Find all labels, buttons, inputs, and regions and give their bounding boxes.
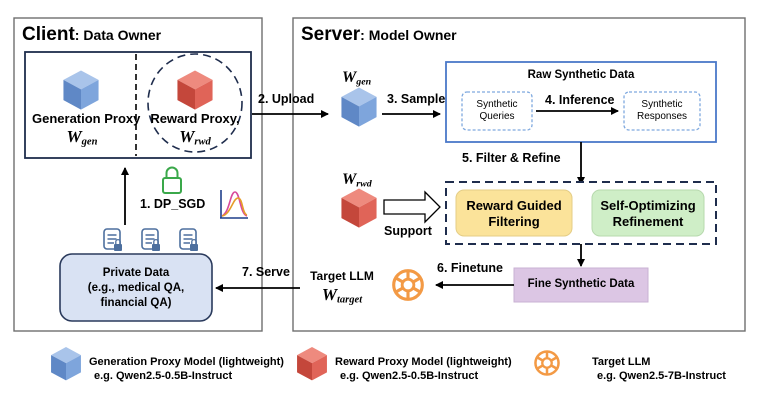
step-inference-label: 4. Inference [545,93,615,107]
fine-data-label: Fine Synthetic Data [527,278,635,290]
distribution-icon [220,190,248,219]
legend-red-cube-icon [297,347,327,381]
step-dp-label: 1. DP_SGD [140,197,206,211]
fine-data-box [513,267,649,303]
reward-proxy-ring [147,53,243,153]
legend-blue-cube-icon [51,347,81,381]
legend-target-text: Target LLM e.g. Qwen2.5-7B-Instruct [592,356,726,382]
queries-box [461,91,533,131]
target-llm-math: Wtarget [321,285,363,306]
legend-rwd-text: Reward Proxy Model (lightweight) e.g. Qw… [335,356,512,382]
support-arrow [383,190,441,224]
step-serve-label: 7. Serve [242,265,290,279]
step-filter-label: 5. Filter & Refine [462,151,561,165]
rwd-proxy-label: Reward Proxy, [150,111,240,126]
doc-lock-icon-1 [103,228,123,252]
server-rwd-math: Wrwd [342,171,372,190]
gen-proxy-math: Wgen [66,127,98,148]
private-data-box [59,253,213,322]
server-title: Server: Model Owner [301,24,457,45]
server-gen-math: Wgen [342,69,372,88]
step-finetune-label: 6. Finetune [437,261,503,275]
legend-gen-text: Generation Proxy Model (lightweight) e.g… [89,356,284,382]
lock-icon [162,166,182,194]
self-refinement-box [591,189,705,237]
doc-lock-icon-3 [179,228,199,252]
responses-box [623,91,701,131]
target-llm-label: Target LLM [310,269,374,283]
gen-proxy-label: Generation Proxy [32,111,141,126]
doc-lock-icon-2 [141,228,161,252]
raw-data-title: Raw Synthetic Data [527,69,635,81]
proxy-box [24,51,252,159]
legend-openai-icon [534,350,560,376]
step-sample-label: 3. Sample [387,92,446,106]
rwd-proxy-math: Wrwd [179,127,211,148]
private-data-label: Private Data (e.g., medical QA, financia… [87,267,185,309]
support-label: Support [384,224,432,238]
reward-filtering-box [455,189,573,237]
client-title: Client: Data Owner [22,24,162,45]
step-upload-label: 2. Upload [258,92,315,106]
